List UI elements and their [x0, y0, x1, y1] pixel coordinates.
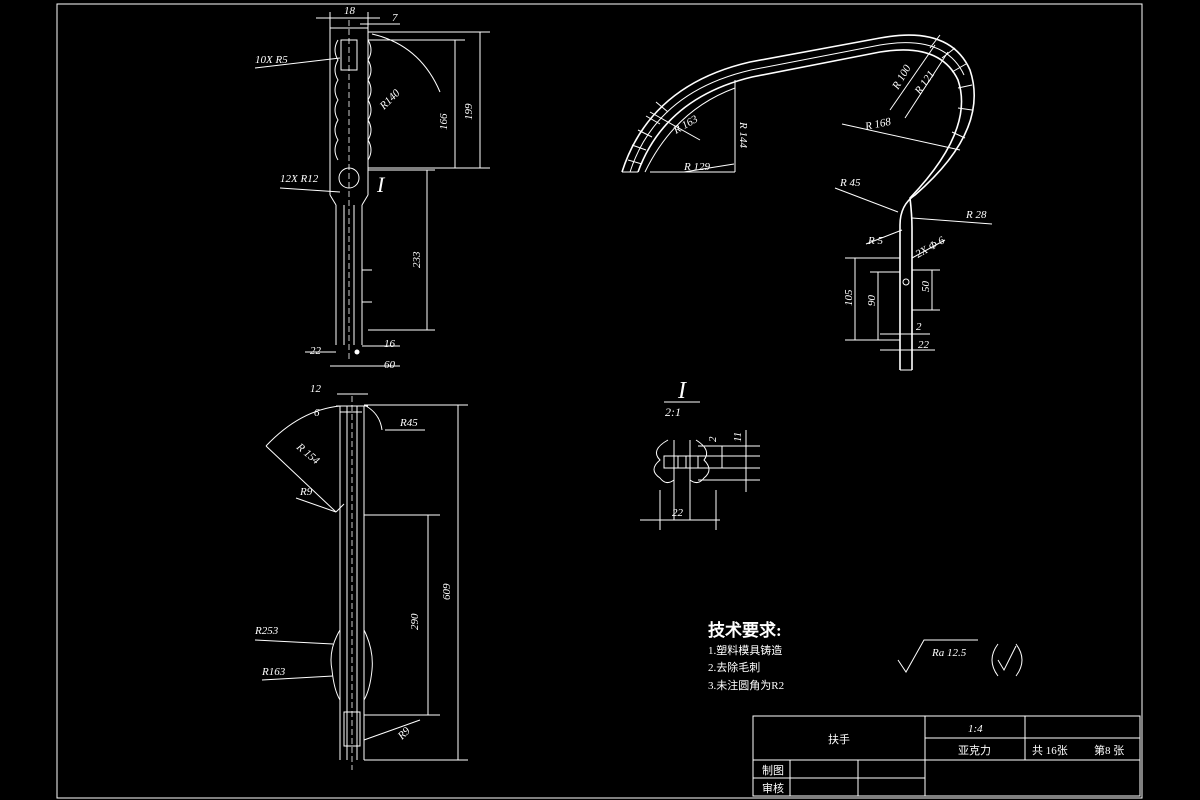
- dim-16: 16: [384, 338, 396, 350]
- detail-view: I 2:1 2 11 22: [640, 378, 760, 530]
- detail-label: I: [677, 378, 687, 404]
- upper-front-view: 18 7 166 199 R140 10X R5 12X R12 I 233 2…: [254, 5, 490, 371]
- dim-r144: R 144: [737, 121, 749, 148]
- tech-title: 技术要求:: [708, 620, 782, 640]
- dim-thread-top: 10X R5: [255, 54, 288, 66]
- detail-scale: 2:1: [665, 405, 681, 419]
- tech-requirements: 技术要求: 1.塑料模具铸造 2.去除毛刺 3.未注圆角为R2: [708, 620, 784, 692]
- dim-r9-top: R9: [299, 486, 313, 498]
- tech-item-1: 1.塑料模具铸造: [708, 643, 782, 657]
- dim-r163: R163: [261, 666, 286, 678]
- dim-60: 60: [384, 359, 396, 371]
- dim-50: 50: [920, 281, 932, 293]
- material-value: 亚克力: [958, 744, 991, 757]
- detail-dim-22: 22: [672, 507, 684, 519]
- scale-value: 1:4: [968, 723, 983, 735]
- lower-front-view: 12 6 R45 R 154 R9 290 609 R253 R163 R9: [254, 383, 468, 770]
- roughness-value: Ra 12.5: [931, 647, 967, 659]
- sheet-number: 第8 张: [1094, 743, 1124, 757]
- dim-105: 105: [843, 289, 855, 306]
- dim-233: 233: [411, 251, 423, 268]
- dim-166: 166: [438, 113, 450, 130]
- dim-r45: R45: [399, 417, 418, 429]
- dim-r45-side: R 45: [839, 177, 861, 189]
- part-name: 扶手: [828, 732, 850, 746]
- title-block: 扶手 1:4 亚克力 共 16张 第8 张 制图 审核: [752, 715, 1141, 797]
- drawn-label: 制图: [762, 764, 784, 777]
- dim-609: 609: [441, 583, 453, 600]
- dim-r100: R 100: [890, 63, 914, 93]
- dim-r129: R 129: [683, 161, 710, 173]
- dim-top-offset: 7: [392, 12, 398, 24]
- dim-phi6: 2X Φ 6: [914, 234, 948, 260]
- side-view: R 163 R 144 R 129 R 100 R 121 R 168 R 45…: [621, 34, 993, 371]
- dim-22-side: 22: [918, 339, 930, 351]
- dim-290: 290: [409, 613, 421, 630]
- tech-item-2: 2.去除毛刺: [708, 660, 760, 674]
- dim-199: 199: [463, 103, 475, 120]
- dim-thread-mid: 12X R12: [280, 173, 319, 185]
- dim-r28: R 28: [965, 209, 987, 221]
- dim-r5-side: R 5: [867, 235, 883, 247]
- detail-dim-11: 11: [732, 432, 744, 442]
- dim-r154: R 154: [293, 440, 322, 467]
- dim-low-width: 12: [310, 383, 322, 395]
- dim-r140: R140: [377, 87, 403, 113]
- sheet-total: 共 16张: [1032, 744, 1068, 757]
- checked-label: 审核: [762, 781, 784, 795]
- section-marker: I: [376, 172, 386, 197]
- drawing-frame: [56, 3, 1143, 799]
- dim-r9-bottom: R9: [395, 725, 413, 743]
- dim-2: 2: [916, 321, 922, 333]
- dim-r168: R 168: [863, 116, 892, 133]
- dim-r253: R253: [254, 625, 279, 637]
- dim-low-offset: 6: [314, 407, 320, 419]
- roughness-symbol: Ra 12.5: [897, 639, 1023, 677]
- tech-item-3: 3.未注圆角为R2: [708, 678, 784, 692]
- detail-dim-2: 2: [707, 436, 719, 442]
- dim-90: 90: [866, 295, 878, 307]
- dim-22: 22: [310, 345, 322, 357]
- dim-top-width: 18: [344, 5, 356, 17]
